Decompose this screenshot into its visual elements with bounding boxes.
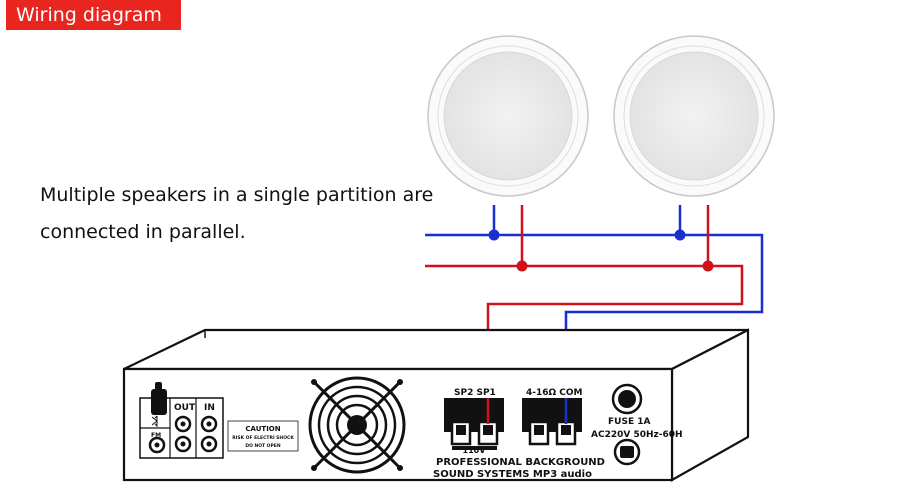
junction-dot [516,260,528,272]
impedance-terminal-block: 4-16Ω COM [522,388,583,446]
fuse-holder [611,383,643,415]
impedance-labels: 4-16Ω COM [526,388,583,398]
brand-line-2: SOUND SYSTEMS MP3 audio [433,469,592,480]
voltage-label: 110V [463,446,487,455]
sp-terminal-block: SP2 SP1 110V [444,388,504,455]
io-panel: OUT IN FM [139,382,224,459]
description-line-1: Multiple speakers in a single partition … [40,184,434,206]
caution-line-1: RISK OF ELECTRI SHOCK [232,435,294,441]
brand-line-1: PROFESSIONAL BACKGROUND [436,457,605,468]
antenna-jack [151,389,167,415]
sp-labels: SP2 SP1 [454,388,496,398]
junction-dot [488,229,500,241]
description-line-2: connected in parallel. [40,221,246,243]
caution-label: CAUTION RISK OF ELECTRI SHOCK DO NOT OPE… [227,420,299,452]
power-socket [613,438,641,466]
diagram-title: Wiring diagram [6,0,181,30]
fan-grille-icon [308,376,406,474]
caution-title: CAUTION [245,425,280,433]
ceiling-speaker-icon [613,35,775,197]
ceiling-speaker-icon [427,35,589,197]
fm-label: FM [151,432,161,439]
caution-line-2: DO NOT OPEN [245,443,281,449]
out-label: OUT [174,403,196,413]
in-label: IN [204,403,215,413]
junction-dot [674,229,686,241]
fuse-label: FUSE 1A [608,417,650,427]
junction-dot [702,260,714,272]
power-label: AC220V 50Hz-60H [591,430,683,440]
bluetooth-icon [151,415,158,428]
